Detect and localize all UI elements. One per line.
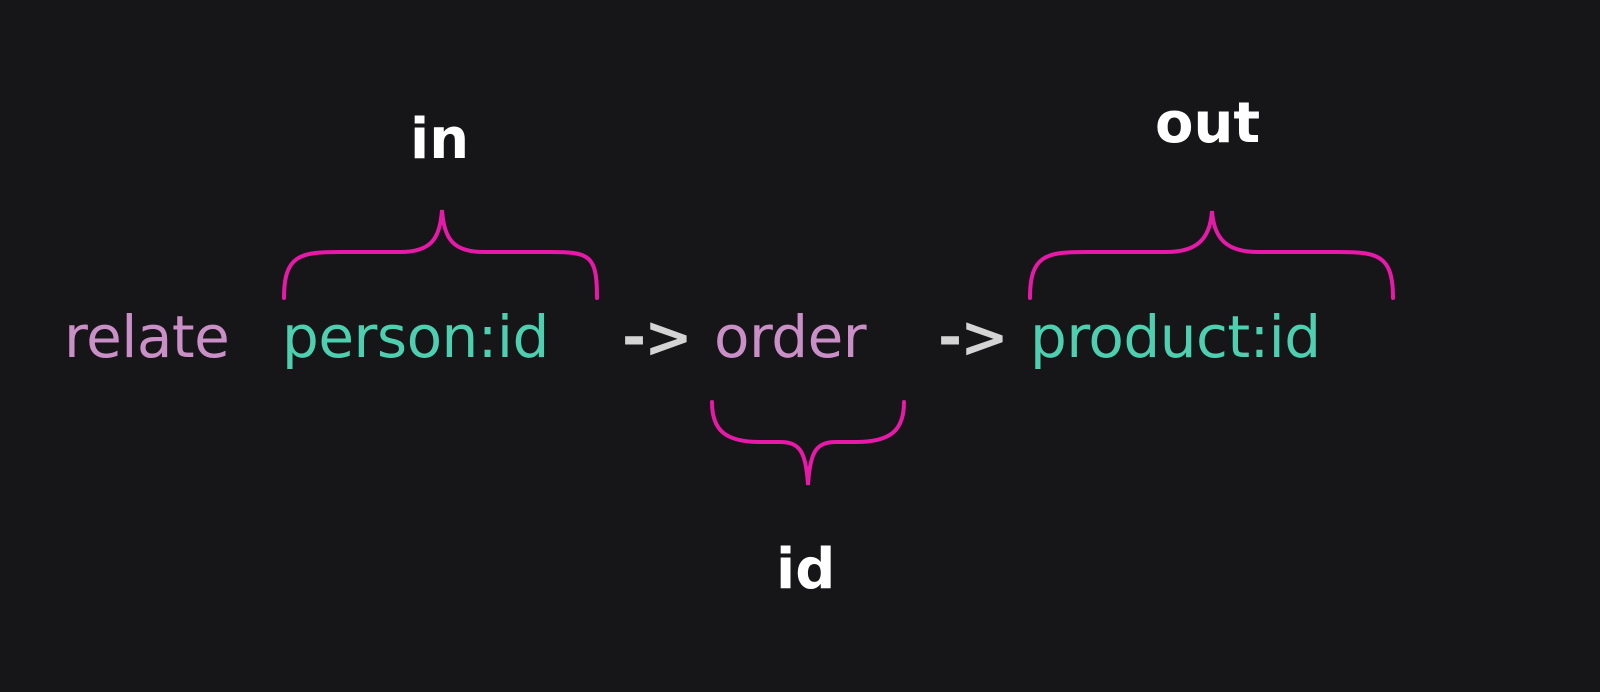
to-record-id: product:id [1030,303,1321,371]
brace-out [1028,210,1395,300]
edge-table: order [714,303,867,371]
arrow-icon: -> [622,303,693,371]
label-in: in [410,107,470,172]
brace-id [710,400,906,486]
keyword-relate: relate [64,303,230,371]
label-out: out [1155,91,1261,156]
arrow-icon: -> [938,303,1009,371]
label-id: id [776,537,836,602]
from-record-id: person:id [282,303,549,371]
brace-in [282,209,599,300]
